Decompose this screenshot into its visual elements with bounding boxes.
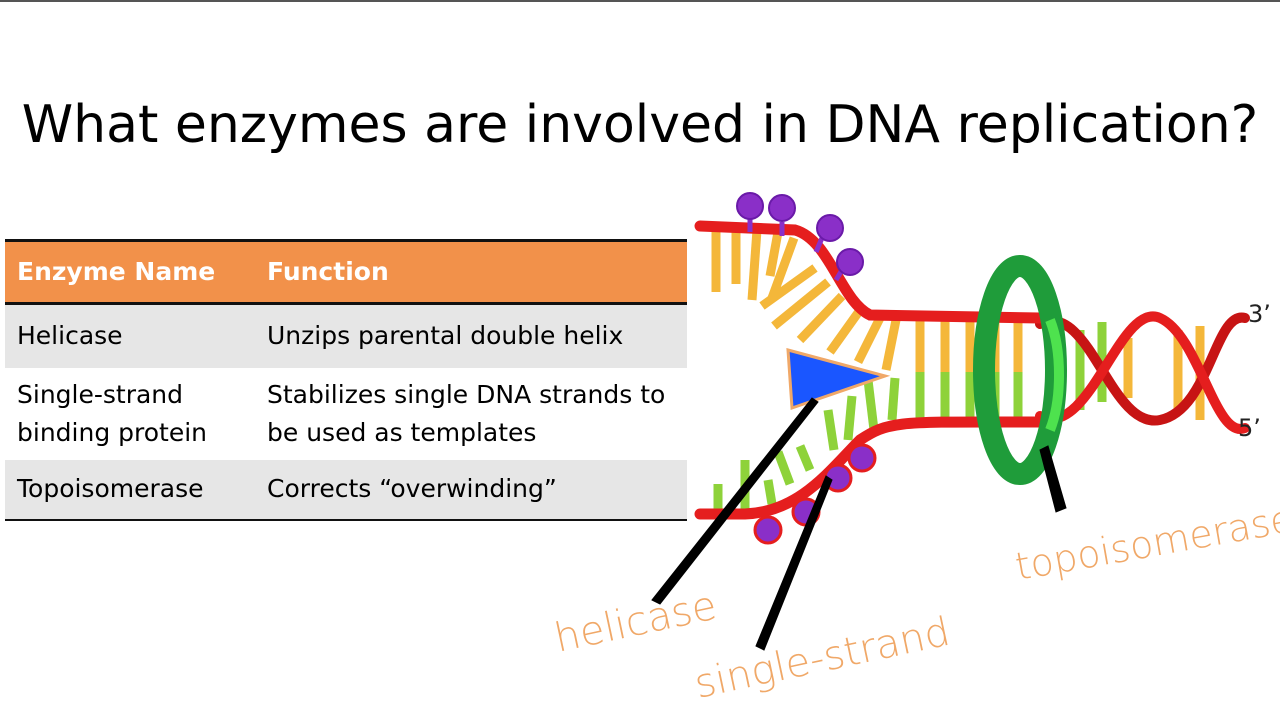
column-header-function: Function [255,240,687,304]
enzyme-table: Enzyme Name Function Helicase Unzips par… [5,239,687,521]
function-cell: Stabilizes single DNA strands to be used… [267,379,666,447]
annotation-topoisomerase: topoisomerase [1012,497,1280,589]
table-row: Helicase Unzips parental double helix [5,303,687,368]
function-cell: Unzips parental double helix [267,321,624,351]
table-row: Single-strand binding protein Stabilizes… [5,367,687,460]
function-cell: Corrects “overwinding” [267,474,557,503]
enzyme-name-cell: Single-strand binding protein [17,379,208,447]
column-header-enzyme-name: Enzyme Name [5,240,255,304]
dna-backbones [694,220,1046,520]
three-prime-label: 3’ [1248,300,1271,328]
slide-title: What enzymes are involved in DNA replica… [21,94,1259,155]
table-row: Topoisomerase Corrects “overwinding” [5,459,687,520]
ssb-proteins-upper [736,192,864,282]
table-header-row: Enzyme Name Function [5,240,687,304]
annotation-single-strand: single-strand [691,609,955,708]
enzyme-name-cell: Topoisomerase [17,474,204,503]
ssb-proteins-lower [753,443,877,545]
slide-top-border [0,0,1280,2]
annotation-helicase: helicase [551,583,721,662]
double-helix [1035,311,1250,434]
topoisomerase-ring [973,255,1067,485]
helicase-wedge [786,348,891,411]
pointer-lines [651,397,1067,651]
five-prime-label: 5’ [1238,414,1261,442]
enzyme-name-cell: Helicase [17,321,123,351]
base-pairs [711,228,1205,512]
